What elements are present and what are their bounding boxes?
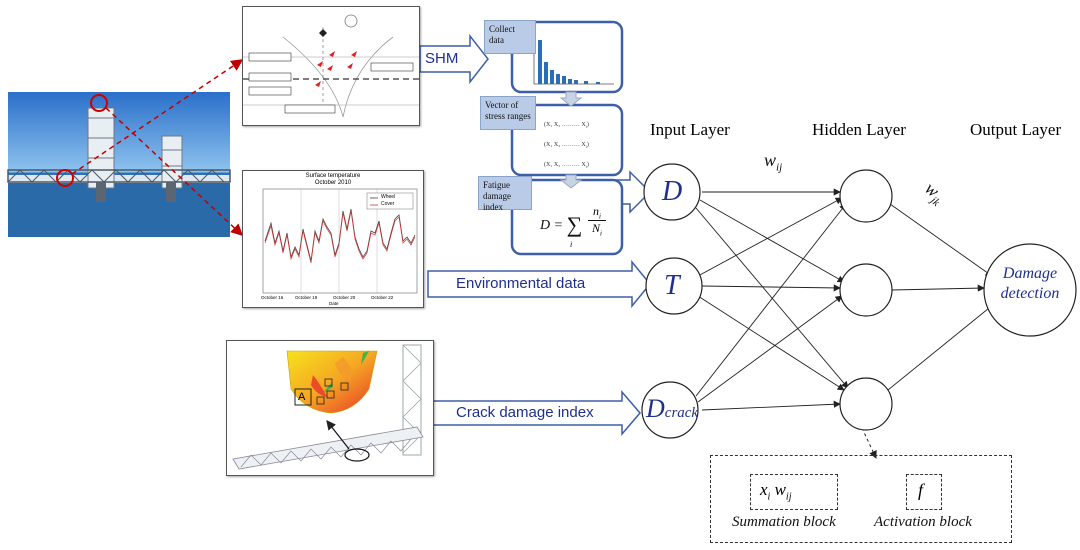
plot-subtitle: October 2010 (314, 180, 352, 186)
hidden-node-2 (839, 263, 893, 317)
neuron-detail-pointer (861, 427, 877, 459)
stress-ranges-tag: Vector of stress ranges (480, 96, 536, 130)
summation-expression: xi wij (760, 480, 792, 503)
formula-lhs: D = (540, 218, 567, 233)
x-tick-1: October 16 (261, 295, 284, 300)
formula-fraction: ni Ni (588, 204, 606, 238)
crack-damage-index-label: Crack damage index (456, 404, 594, 421)
summation-block (750, 474, 838, 510)
output-layer-heading: Output Layer (970, 120, 1062, 139)
crack-arrow (431, 389, 641, 437)
activation-caption: Activation block (874, 514, 972, 530)
summation-caption: Summation block (732, 514, 836, 530)
formula-sigma: ∑ (566, 212, 583, 237)
output-node (983, 243, 1077, 337)
weight-wij: wij (764, 150, 783, 174)
formula-index: i (570, 240, 573, 249)
input-dcrack-label: Dcrack (646, 394, 699, 423)
node-dcrack (641, 381, 699, 439)
shm-label: SHM (425, 50, 459, 67)
legend-entry-2: Cover (381, 201, 395, 207)
block-arrows (419, 33, 652, 437)
hidden-node-1 (839, 169, 893, 223)
environmental-data-label: Environmental data (456, 275, 586, 292)
output-node-label: Damage detection (1000, 265, 1060, 302)
input-d-label: D (662, 176, 683, 207)
shm-arrow (419, 33, 489, 85)
temperature-plot-panel: Surface temperature October 2010 Wheel C… (242, 170, 424, 308)
x-tick-3: October 20 (333, 295, 356, 300)
fe-model-panel: A (226, 340, 434, 476)
activation-expression: f (918, 480, 924, 500)
vector-matrix: (X₁ X₂ ……… Xi)(X₁ X₂ ……… Xi)(X₁ X₂ ……… X… (544, 122, 589, 170)
node-t (645, 257, 703, 315)
sensor-layout-panel (242, 6, 420, 126)
fatigue-formula: D = ∑ (540, 212, 582, 238)
formula-num: n (593, 204, 600, 218)
bridge-photo (7, 92, 231, 237)
fatigue-damage-tag: Fatigue damage index (478, 176, 532, 212)
activation-block (906, 474, 942, 510)
formula-den-sub: i (600, 229, 602, 238)
input-hidden-links (695, 188, 849, 411)
plot-title: Surface temperature (305, 173, 361, 179)
fe-model-drawing (232, 344, 424, 470)
hidden-node-3 (839, 377, 893, 431)
photo-connectors (71, 59, 244, 237)
hidden-output-links (887, 203, 995, 391)
sensor-layout-drawing (243, 14, 419, 118)
environmental-arrow (427, 259, 651, 309)
formula-den: N (592, 221, 601, 236)
legend-entry-1: Wheel (381, 194, 396, 200)
network-nodes (641, 163, 1077, 439)
x-tick-2: October 19 (295, 295, 318, 300)
x-tick-4: October 22 (371, 295, 394, 300)
input-layer-heading: Input Layer (650, 120, 730, 139)
node-d (643, 163, 701, 221)
input-t-label: T (664, 270, 680, 301)
x-axis-label: Date (329, 301, 339, 306)
formula-num-sub: i (599, 212, 601, 221)
neuron-detail-box (710, 455, 1012, 543)
hidden-layer-heading: Hidden Layer (812, 120, 906, 139)
pipeline-down-arrows (559, 91, 583, 189)
temperature-plot (262, 188, 418, 294)
collect-data-tag: Collect data (484, 20, 536, 54)
fe-label-a: A (298, 391, 306, 403)
